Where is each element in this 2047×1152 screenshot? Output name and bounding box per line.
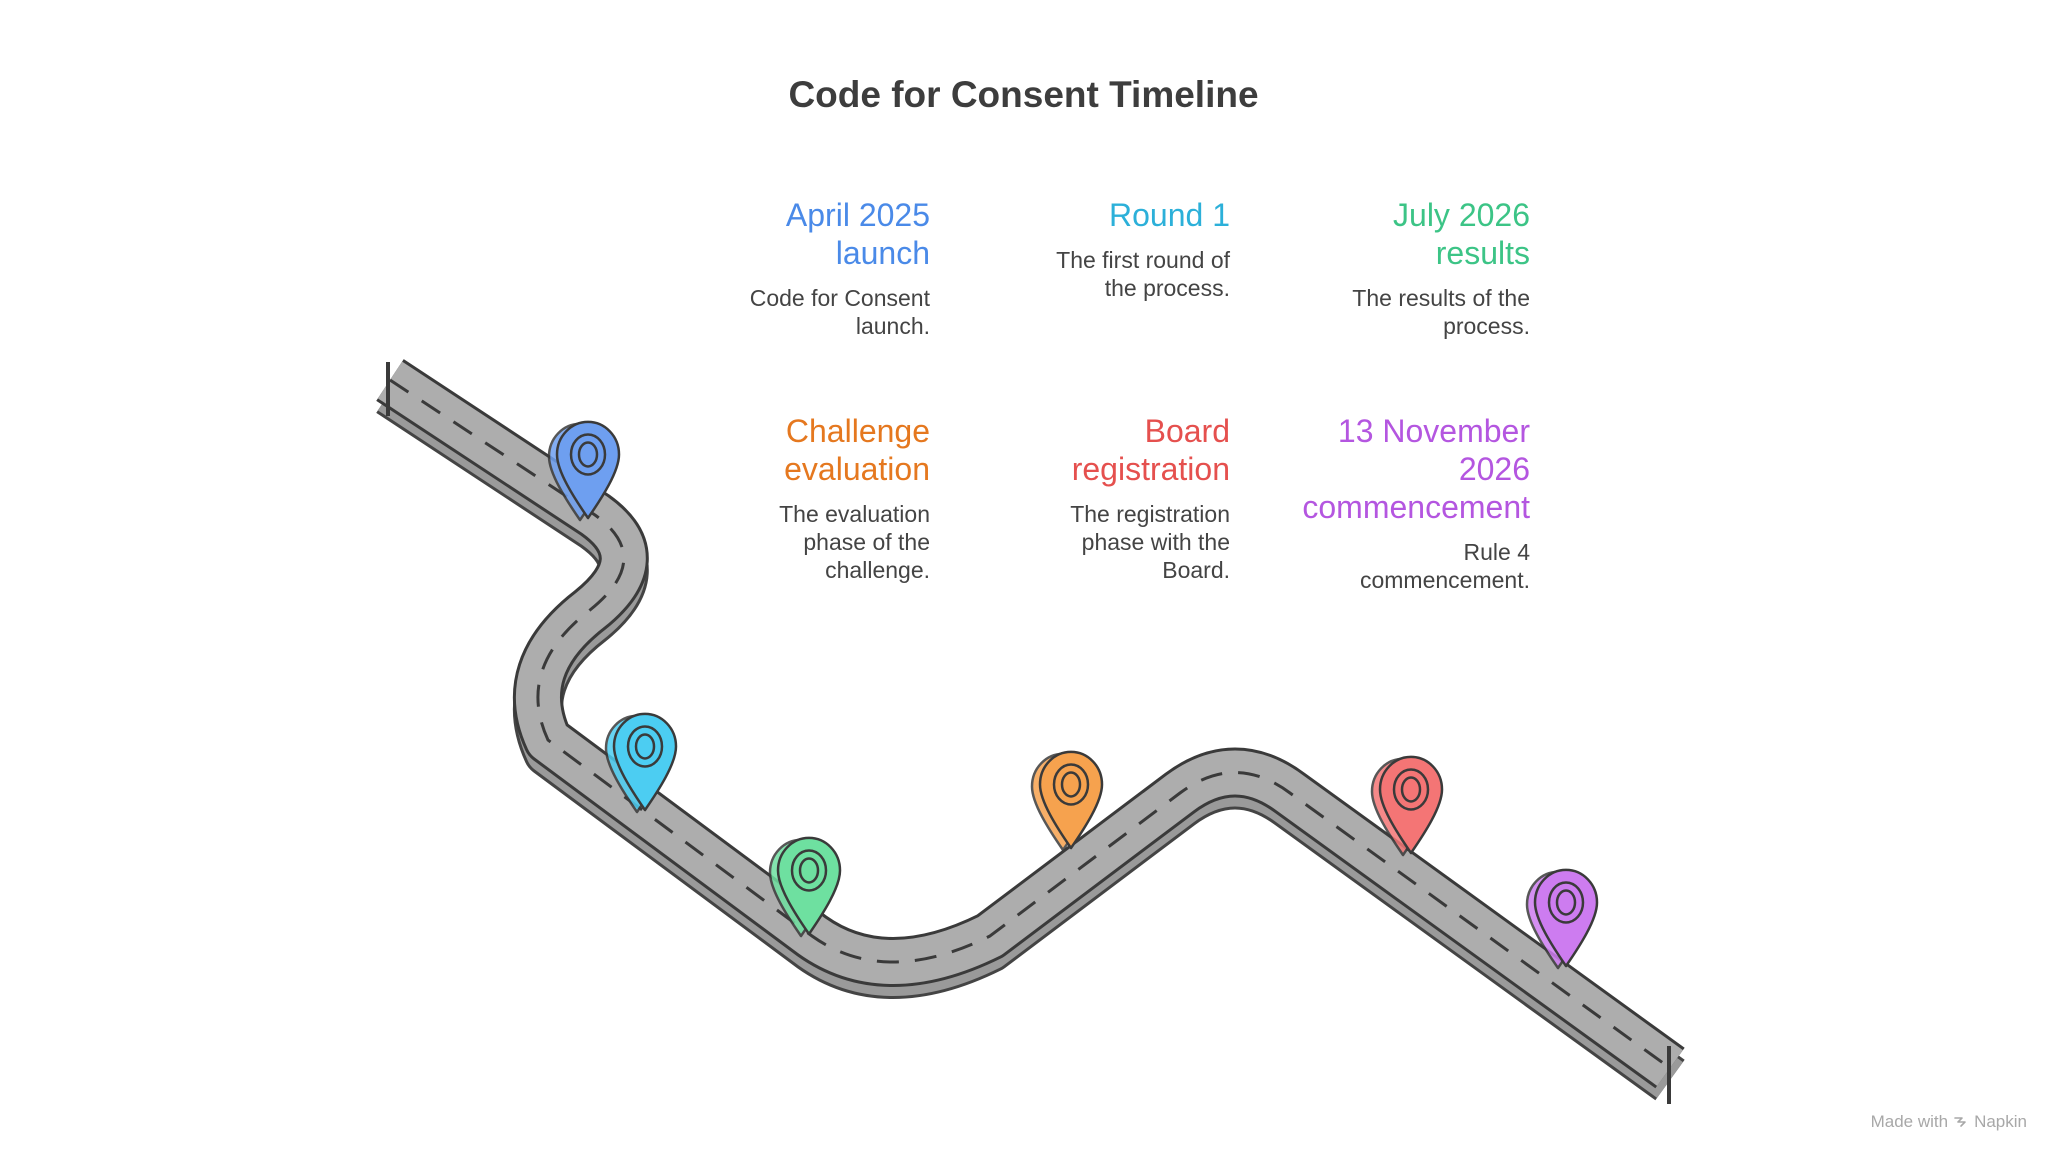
milestone-3-title: July 2026 results [1393, 197, 1530, 271]
milestone-2: Round 1 The first round of the process. [990, 196, 1230, 302]
milestone-3: July 2026 results The results of the pro… [1290, 196, 1530, 340]
milestone-6-desc: Rule 4 commencement. [1359, 539, 1530, 593]
milestone-5-title: Board registration [1071, 413, 1230, 487]
map-pin-icon [604, 712, 678, 814]
milestone-4-title: Challenge evaluation [784, 413, 930, 487]
milestone-2-desc: The first round of the process. [1056, 247, 1230, 301]
milestone-6-title: 13 November 2026 commencement [1302, 413, 1530, 525]
road-end-cap [1667, 1046, 1671, 1104]
milestone-1: April 2025 launch Code for Consent launc… [690, 196, 930, 340]
map-pin-icon [1370, 755, 1444, 857]
map-pin-icon [768, 836, 842, 938]
napkin-credit[interactable]: Made with Napkin [1871, 1112, 2027, 1132]
milestone-5: Board registration The registration phas… [990, 412, 1230, 584]
pins-layer [547, 420, 1599, 970]
road-start-cap [386, 362, 390, 416]
milestone-3-desc: The results of the process. [1352, 285, 1530, 339]
milestone-6: 13 November 2026 commencement Rule 4 com… [1290, 412, 1530, 594]
milestone-1-title: April 2025 launch [785, 197, 930, 271]
napkin-logo-icon [1954, 1117, 1966, 1127]
map-pin-icon [547, 420, 621, 522]
milestone-4-desc: The evaluation phase of the challenge. [779, 501, 930, 583]
road-center-line [389, 378, 1671, 1070]
credit-brand: Napkin [1974, 1112, 2027, 1131]
milestone-2-title: Round 1 [1109, 197, 1230, 233]
milestone-4: Challenge evaluation The evaluation phas… [690, 412, 930, 584]
credit-made-with: Made with [1870, 1112, 1949, 1131]
map-pin-icon [1030, 750, 1104, 852]
milestone-5-desc: The registration phase with the Board. [1070, 501, 1230, 583]
map-pin-icon [1525, 868, 1599, 970]
chart-title: Code for Consent Timeline [788, 74, 1259, 115]
milestone-1-desc: Code for Consent launch. [749, 285, 930, 339]
